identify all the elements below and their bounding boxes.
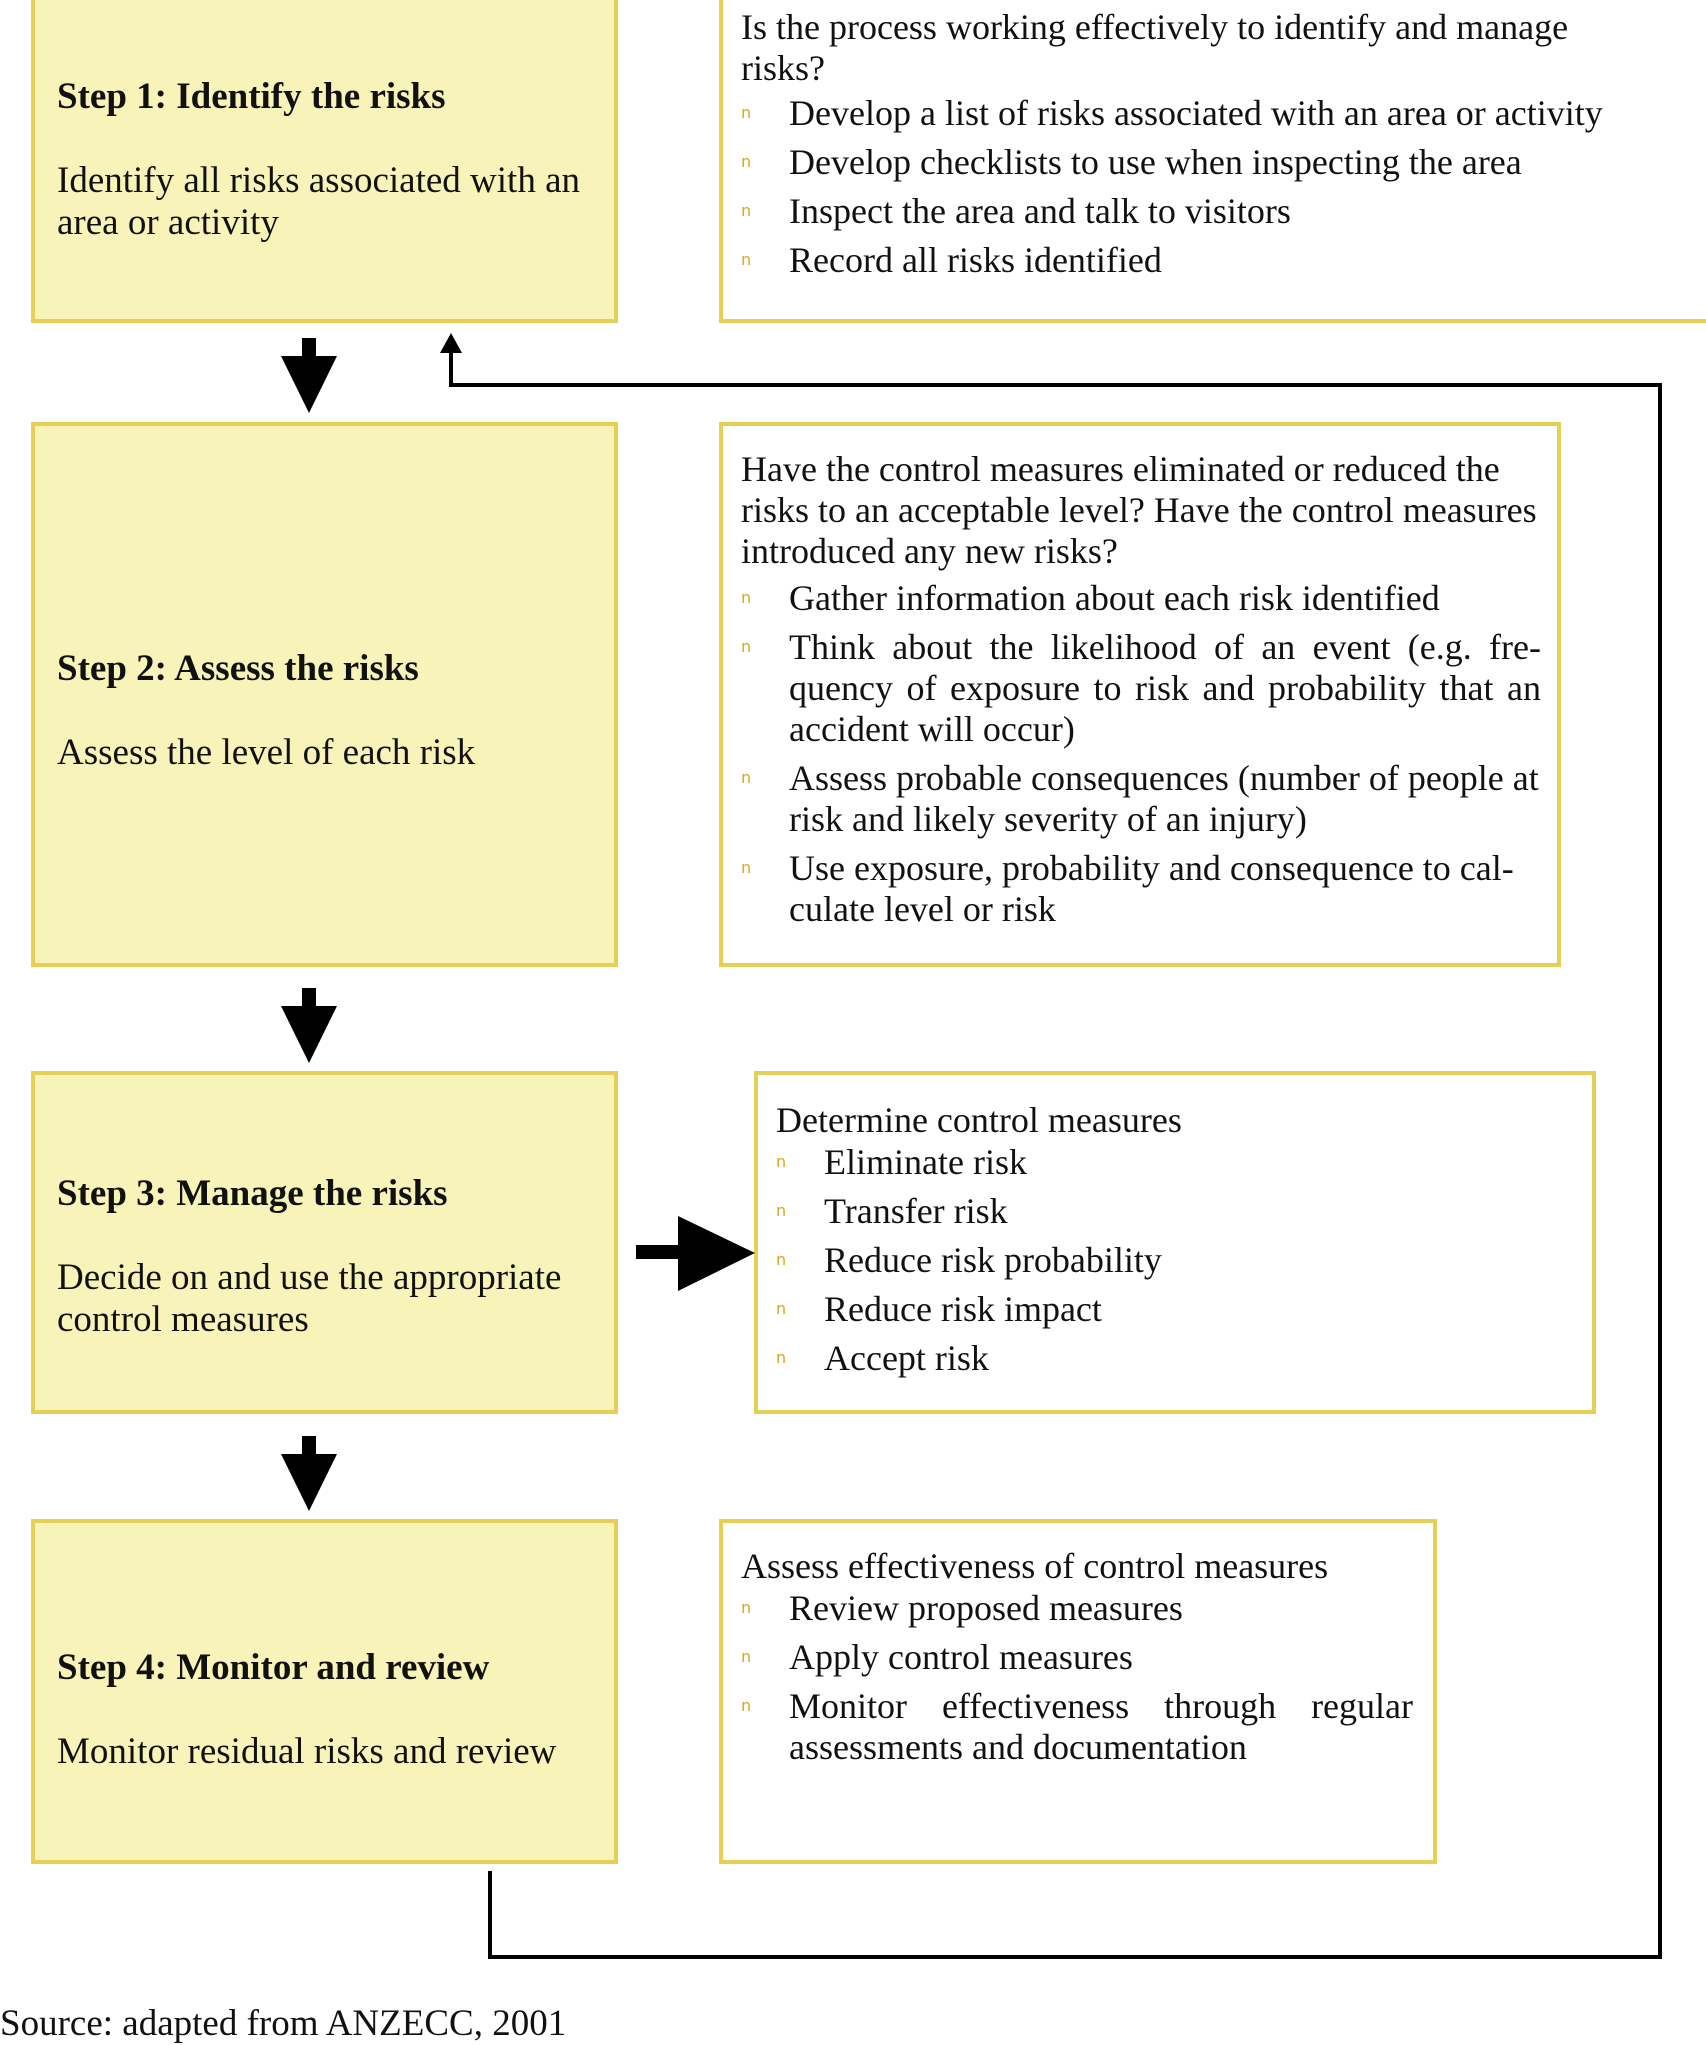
bullet-icon: n — [741, 201, 752, 220]
arrow-right-step3-to-controls — [636, 1216, 755, 1291]
bullet-icon: n — [741, 152, 752, 171]
info-box-manage-intro: Determine control measures — [776, 1100, 1182, 1140]
info-box-assess-intro: Have the control measures eliminated or … — [741, 449, 1537, 571]
bullet-icon: n — [741, 768, 752, 787]
step-1-title: Step 1: Identify the risks — [57, 76, 446, 117]
feedback-loop-arrow — [440, 333, 1662, 1959]
bullet-icon: n — [741, 858, 752, 877]
arrow-down-step1-to-step2 — [281, 338, 337, 413]
step-3-description: Decide on and use the appropriate contro… — [57, 1257, 562, 1340]
step-2-box: Step 2: Assess the risks Assess the leve… — [31, 422, 618, 967]
info-box-monitor-intro: Assess effectiveness of control measures — [741, 1546, 1329, 1586]
arrow-down-step2-to-step3 — [281, 988, 337, 1063]
step-1-box: Step 1: Identify the risks Identify all … — [31, 0, 618, 323]
info-box-assess: Have the control measures eliminated or … — [719, 422, 1561, 967]
info-box-identify-intro: Is the process working effectively to id… — [741, 7, 1569, 88]
bullet-icon: n — [741, 250, 752, 269]
step-4-title: Step 4: Monitor and review — [57, 1647, 490, 1688]
bullet-icon: n — [776, 1299, 787, 1318]
step-3-box: Step 3: Manage the risks Decide on and u… — [31, 1071, 618, 1414]
step-2-title: Step 2: Assess the risks — [57, 648, 419, 689]
bullet-icon: n — [776, 1152, 787, 1171]
bullet-icon: n — [776, 1348, 787, 1367]
bullet-icon: n — [741, 588, 752, 607]
arrow-down-step3-to-step4 — [281, 1436, 337, 1511]
step-3-title: Step 3: Manage the risks — [57, 1173, 448, 1214]
bullet-icon: n — [776, 1250, 787, 1269]
source-note: Source: adapted from ANZECC, 2001 — [0, 2003, 567, 2044]
bullet-icon: n — [741, 1598, 752, 1617]
bullet-icon: n — [776, 1201, 787, 1220]
bullet-icon: n — [741, 1696, 752, 1715]
bullet-icon: n — [741, 103, 752, 122]
info-box-monitor: Assess effectiveness of control measures… — [719, 1519, 1437, 1864]
step-4-box: Step 4: Monitor and review Monitor resid… — [31, 1519, 618, 1864]
step-2-description: Assess the level of each risk — [57, 732, 476, 773]
step-4-description: Monitor residual risks and review — [57, 1731, 557, 1772]
bullet-icon: n — [741, 637, 752, 656]
step-1-description: Identify all risks associated with an ar… — [57, 160, 581, 243]
info-box-identify: Is the process working effectively to id… — [719, 0, 1706, 323]
bullet-icon: n — [741, 1647, 752, 1666]
